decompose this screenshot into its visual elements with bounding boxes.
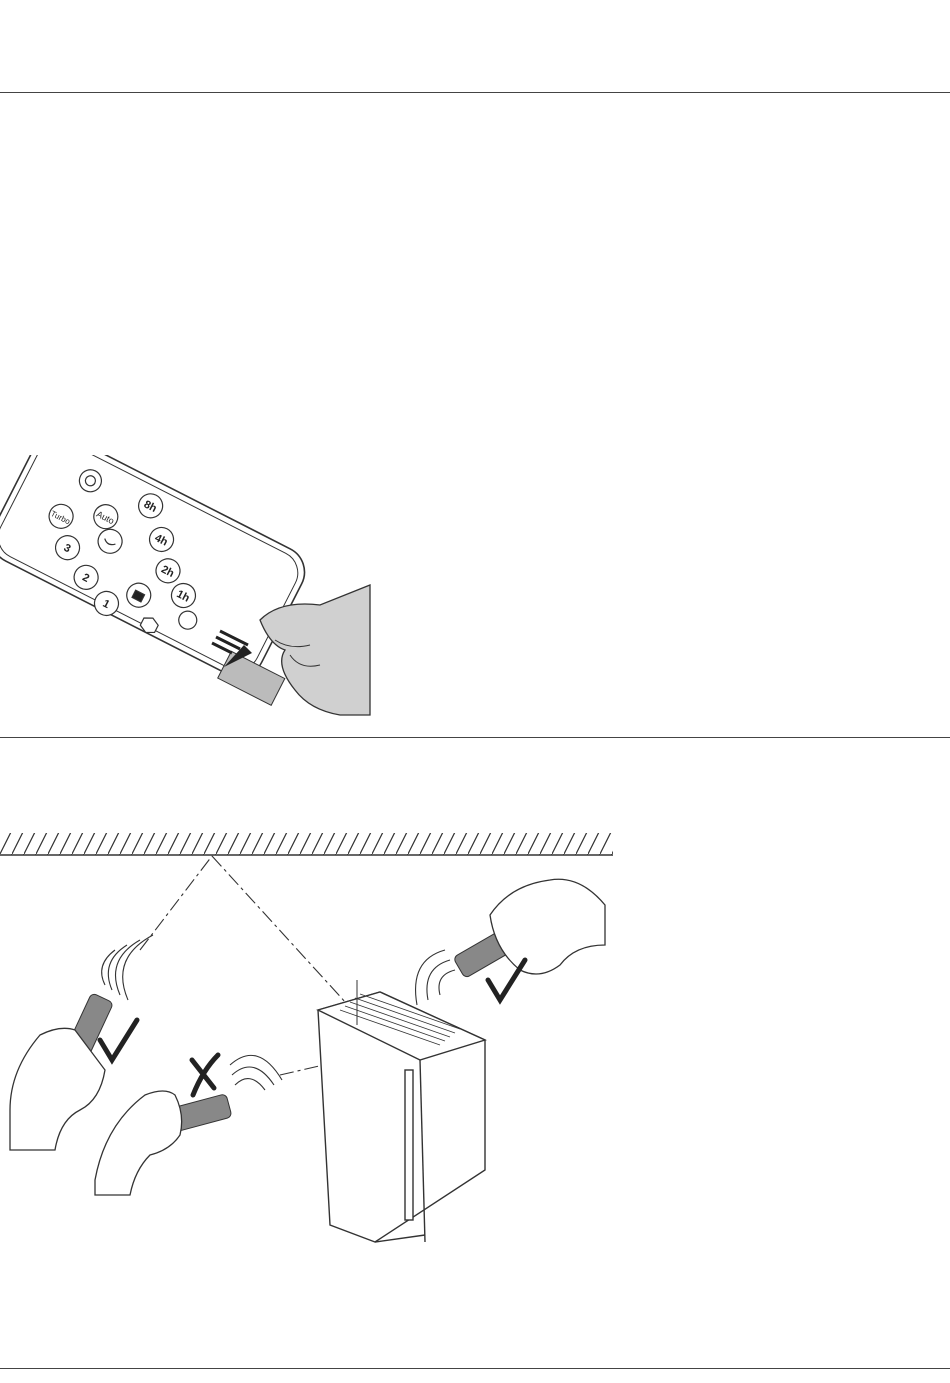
ceiling-hatch xyxy=(0,833,613,855)
top-divider xyxy=(0,92,950,93)
remote-pull-tab-illustration: 8h Auto 4h Turbo xyxy=(0,455,385,717)
bottom-divider xyxy=(0,1368,950,1369)
cross-icon xyxy=(192,1055,218,1095)
hand-middle xyxy=(95,1091,182,1195)
middle-divider xyxy=(0,737,950,738)
hand-right xyxy=(490,879,605,974)
checkmark-icon-right xyxy=(488,960,525,1000)
air-purifier xyxy=(318,980,485,1242)
signal-waves-left xyxy=(102,935,153,1000)
checkmark-icon xyxy=(100,1020,137,1060)
signal-waves-right xyxy=(416,950,455,1005)
remote-operation-illustration xyxy=(0,830,615,1250)
signal-waves-middle xyxy=(230,1055,282,1090)
